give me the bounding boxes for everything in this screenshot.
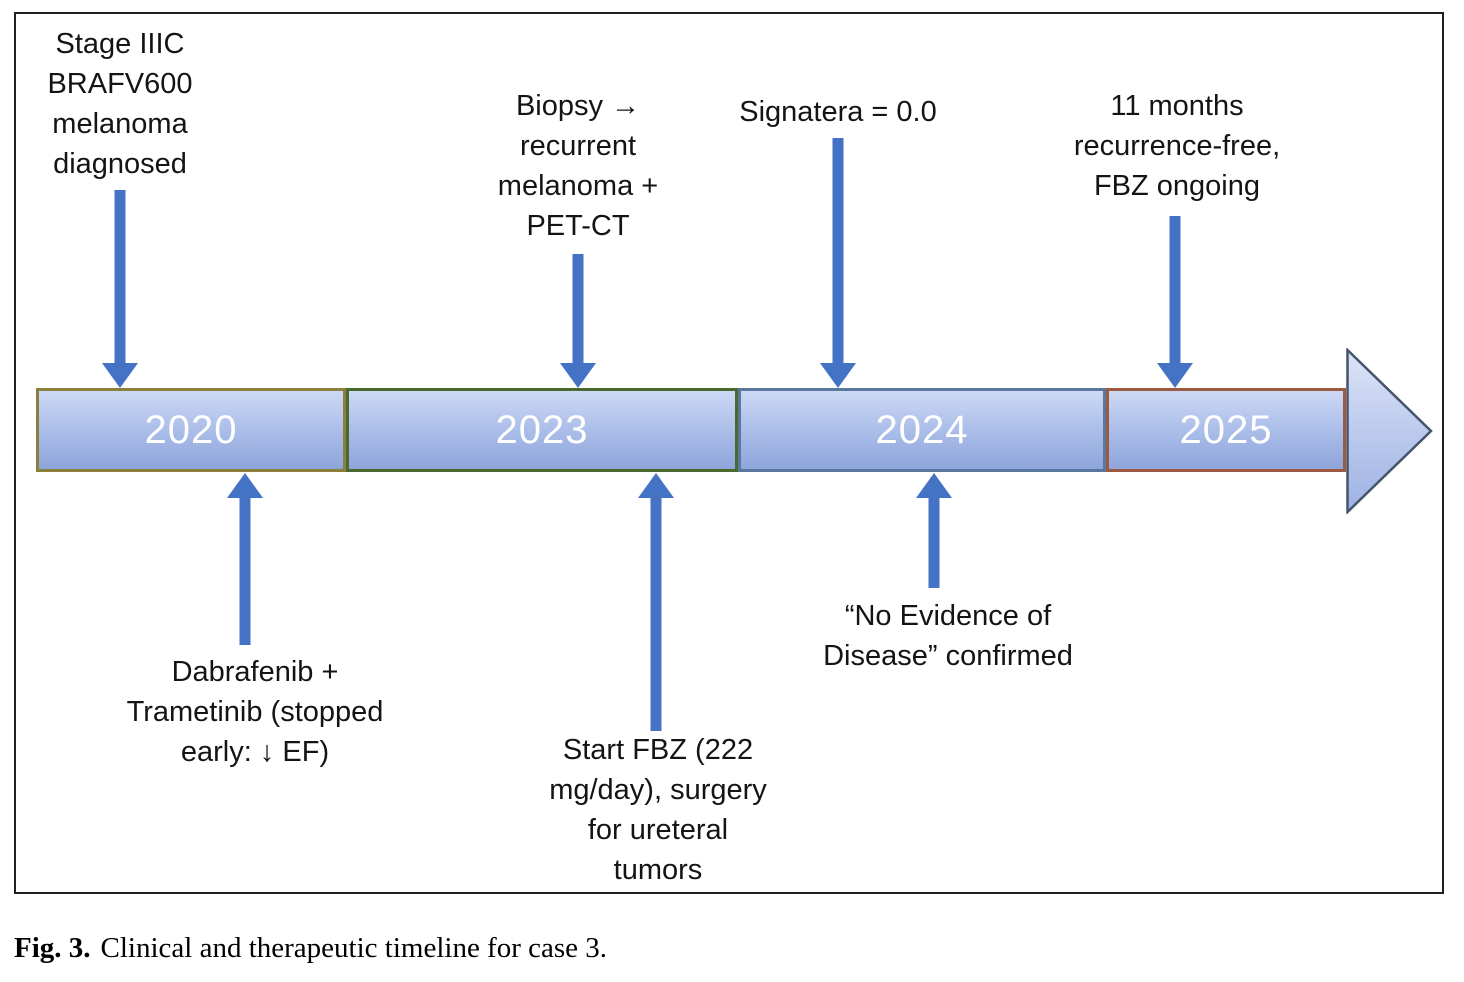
up-arrow-start-fbz — [638, 473, 674, 731]
arrow-head-icon — [227, 473, 263, 498]
caption-fig-label: Fig. 3. — [14, 932, 91, 964]
down-arrow-biopsy — [560, 254, 596, 388]
year-label-2020: 2020 — [144, 407, 238, 452]
timeline-segment-2024: 2024 — [738, 388, 1106, 472]
arrow-head-icon — [560, 363, 596, 388]
annotation-signatera: Signatera = 0.0 — [739, 96, 937, 128]
arrow-head-icon — [638, 473, 674, 498]
arrow-shaft — [572, 254, 584, 366]
up-arrow-no-evidence — [916, 473, 952, 588]
arrow-shaft — [650, 495, 662, 731]
down-arrow-signatera — [820, 138, 856, 388]
arrow-shaft — [928, 495, 940, 588]
caption-text: Clinical and therapeutic timeline for ca… — [100, 932, 608, 964]
annotation-dabrafenib-trametinib: Dabrafenib + Trametinib (stopped early: … — [126, 656, 384, 768]
arrow-head-icon — [1157, 363, 1193, 388]
up-arrow-dabrafenib — [227, 473, 263, 645]
down-arrow-stage-diagnosis — [102, 190, 138, 388]
year-label-2025: 2025 — [1179, 407, 1273, 452]
annotation-stage-diagnosis: Stage IIIC BRAFV600 melanoma diagnosed — [47, 28, 193, 180]
arrow-head-icon — [916, 473, 952, 498]
timeline-forward-arrowhead-icon — [1346, 348, 1433, 514]
timeline-segment-2020: 2020 — [36, 388, 346, 472]
arrow-head-icon — [102, 363, 138, 388]
annotation-recurrence-free: 11 months recurrence-free, FBZ ongoing — [1073, 90, 1281, 202]
figure-caption: Fig. 3. Clinical and therapeutic timeline… — [14, 932, 607, 965]
year-label-2024: 2024 — [875, 407, 969, 452]
arrow-shaft — [114, 190, 126, 366]
year-label-2023: 2023 — [495, 407, 589, 452]
arrow-shaft — [832, 138, 844, 366]
arrow-shaft — [239, 495, 251, 645]
arrow-shaft — [1169, 216, 1181, 366]
arrow-head-icon — [820, 363, 856, 388]
down-arrow-recurrence-free — [1157, 216, 1193, 388]
annotation-start-fbz: Start FBZ (222 mg/day), surgery for uret… — [549, 734, 767, 886]
annotation-no-evidence-disease: “No Evidence of Disease” confirmed — [823, 600, 1073, 672]
annotation-biopsy-recurrence: Biopsy → recurrent melanoma + PET-CT — [497, 90, 659, 242]
timeline-segment-2023: 2023 — [346, 388, 738, 472]
timeline-segment-2025: 2025 — [1106, 388, 1346, 472]
